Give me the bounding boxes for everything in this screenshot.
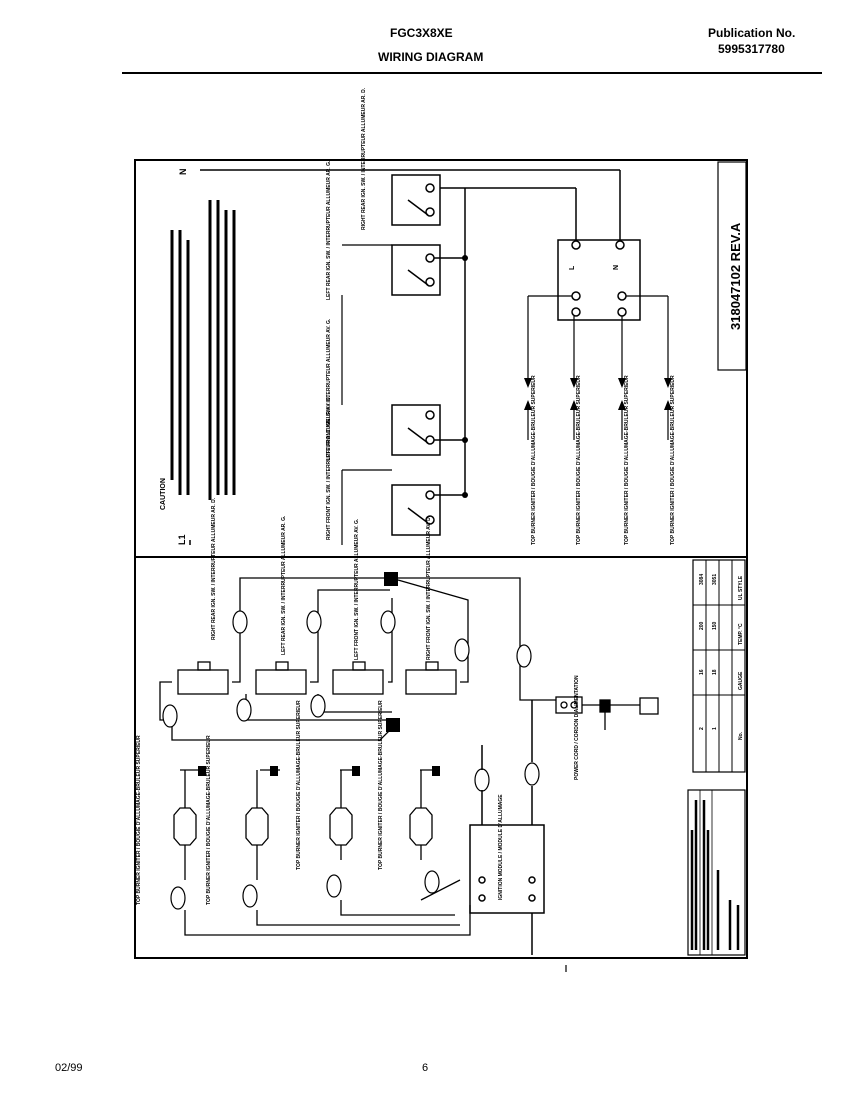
svg-text:N: N	[613, 265, 620, 270]
switch-lr	[391, 244, 441, 296]
ignition-module-bottom	[469, 700, 545, 955]
svg-text:IGNITION MODULE / MODULE D'ALL: IGNITION MODULE / MODULE D'ALLUMAGE	[498, 794, 504, 900]
igniter-label-4: TOP BURNER IGNITER / BOUGIE D'ALLUMAGE-B…	[670, 375, 676, 545]
igniter-label-1: TOP BURNER IGNITER / BOUGIE D'ALLUMAGE-B…	[531, 375, 537, 545]
power-cord	[555, 696, 659, 730]
ignition-module-top: L N	[557, 239, 641, 321]
bottom-igniters	[173, 769, 471, 936]
svg-text:16: 16	[699, 669, 705, 675]
svg-text:L: L	[569, 265, 576, 270]
wire-tags	[162, 610, 540, 792]
caution-note: CAUTION	[160, 200, 236, 510]
svg-text:RIGHT FRONT IGN. SW. / INTERRU: RIGHT FRONT IGN. SW. / INTERRUPTEUR ALLU…	[426, 515, 432, 660]
svg-text:GAUGE: GAUGE	[738, 671, 744, 690]
svg-text:150: 150	[712, 621, 718, 630]
igniter-label-3: TOP BURNER IGNITER / BOUGIE D'ALLUMAGE-B…	[624, 375, 630, 545]
svg-text:RIGHT REAR IGN. SW. / INTERRUP: RIGHT REAR IGN. SW. / INTERRUPTEUR ALLUM…	[211, 497, 217, 640]
svg-text:TOP BURNER IGNITER / BOUGIE D': TOP BURNER IGNITER / BOUGIE D'ALLUMAGE-B…	[296, 700, 302, 870]
svg-text:LEFT REAR IGN. SW. / INTERRUPT: LEFT REAR IGN. SW. / INTERRUPTEUR ALLUME…	[281, 515, 287, 655]
svg-text:1: 1	[712, 727, 718, 730]
part-number: 318047102 REV.A	[728, 222, 743, 330]
svg-text:18: 18	[712, 669, 718, 675]
splice-connector-2	[386, 718, 400, 732]
page-title: WIRING DIAGRAM	[378, 50, 484, 64]
svg-text:3051: 3051	[712, 574, 718, 585]
switch-lf	[391, 404, 441, 456]
svg-text:CAUTION: CAUTION	[160, 478, 167, 510]
power-cord-label: POWER CORD / CORDON D'ALIMENTATION	[574, 675, 580, 780]
igniter-label-2: TOP BURNER IGNITER / BOUGIE D'ALLUMAGE-B…	[576, 375, 582, 545]
service-note-box	[687, 789, 746, 956]
l1-label: L1	[177, 534, 187, 545]
svg-text:TOP BURNER IGNITER / BOUGIE D': TOP BURNER IGNITER / BOUGIE D'ALLUMAGE-B…	[378, 700, 384, 870]
svg-text:TEMP. °C: TEMP. °C	[738, 623, 744, 645]
header-rule	[122, 72, 822, 74]
footer-page-number: 6	[422, 1062, 429, 1074]
svg-text:LEFT FRONT IGN. SW. / INTERRUP: LEFT FRONT IGN. SW. / INTERRUPTEUR ALLUM…	[354, 518, 360, 660]
svg-text:3084: 3084	[699, 574, 705, 585]
switch-label-rf: RIGHT FRONT IGN. SW. / INTERRUPTEUR ALLU…	[326, 395, 332, 540]
wire-spec-table: 3084 3051 UL STYLE 200 150 TEMP. °C 16 1…	[692, 559, 746, 773]
model-number: FGC3X8XE	[390, 26, 453, 40]
diagram-frame	[134, 159, 748, 959]
bottom-igniter-tags	[170, 870, 440, 910]
svg-text:TOP BURNER IGNITER / BOUGIE D': TOP BURNER IGNITER / BOUGIE D'ALLUMAGE-B…	[136, 735, 142, 905]
switch-label-lf: LEFT FRONT IGN. SW. / INTERRUPTEUR ALLUM…	[326, 318, 332, 460]
footer-date: 02/99	[55, 1062, 83, 1074]
svg-text:UL STYLE: UL STYLE	[738, 575, 744, 600]
svg-text:No.: No.	[738, 731, 744, 740]
part-number-box	[717, 161, 747, 371]
switch-rr	[391, 174, 441, 226]
svg-text:200: 200	[699, 621, 705, 630]
n-label: N	[178, 169, 188, 176]
svg-text:TOP BURNER IGNITER / BOUGIE D': TOP BURNER IGNITER / BOUGIE D'ALLUMAGE-B…	[206, 735, 212, 905]
svg-text:2: 2	[699, 727, 705, 730]
publication-label: Publication No.	[708, 26, 796, 40]
switch-label-rr: RIGHT REAR IGN. SW. / INTERRUPTEUR ALLUM…	[361, 87, 367, 230]
switch-label-lr: LEFT REAR IGN. SW. / INTERRUPTEUR ALLUME…	[326, 160, 332, 300]
splice-connector-1	[384, 572, 398, 586]
publication-number: 5995317780	[718, 42, 785, 56]
switch-rf	[391, 484, 441, 536]
